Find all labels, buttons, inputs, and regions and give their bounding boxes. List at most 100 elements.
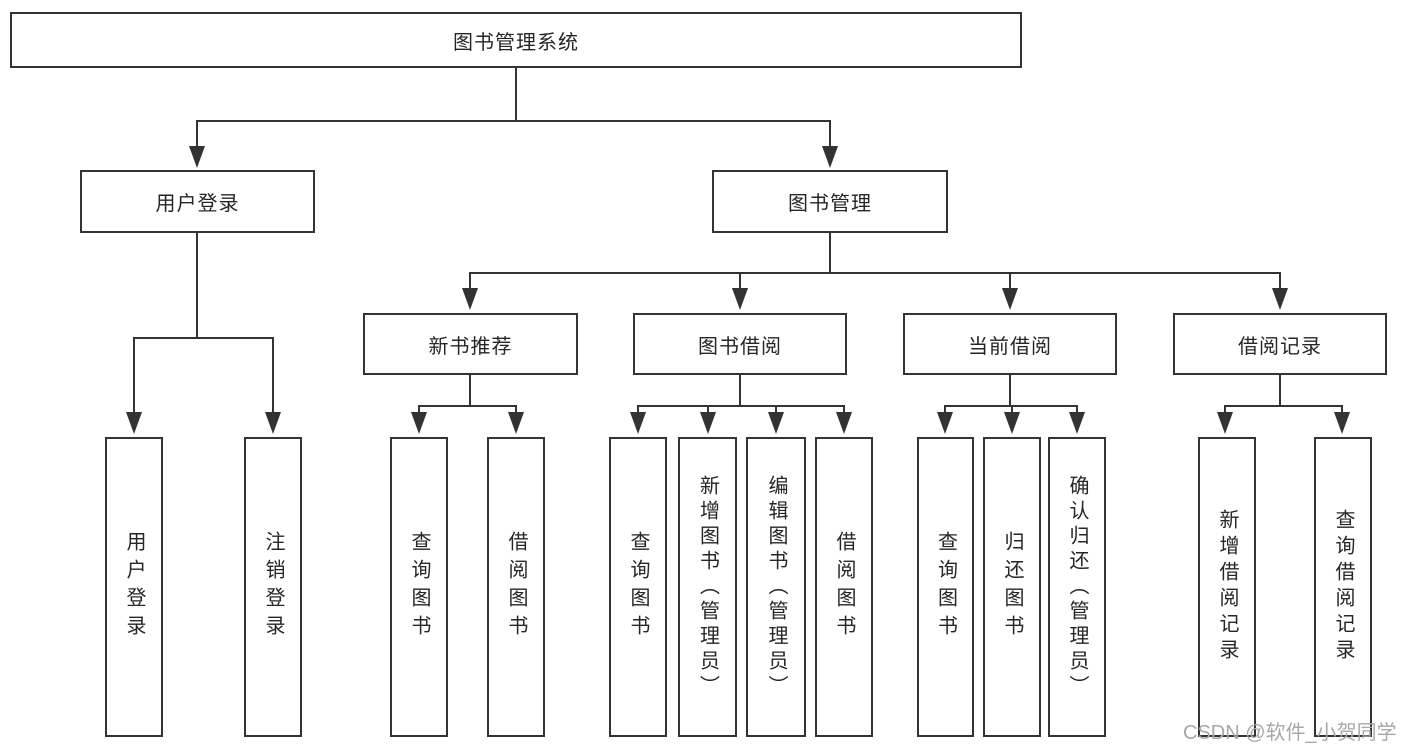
root-node: 图书管理系统 xyxy=(10,12,1022,68)
leaf-current-return-book: 归还图书 xyxy=(983,437,1041,737)
down-arrow-icon xyxy=(1334,405,1350,434)
branch-user-login-label: 用户登录 xyxy=(155,193,240,215)
leaf-borrowing-borrow-book: 借阅图书 xyxy=(815,437,873,737)
leaf-borrowing-add-book-admin: 新增图书（管理员） xyxy=(678,437,737,737)
arrow-stem xyxy=(1341,405,1343,416)
connector-stem-root xyxy=(515,68,517,120)
root-node-label: 图书管理系统 xyxy=(453,31,579,54)
leaf-logout: 注销登录 xyxy=(244,437,302,737)
arrow-head xyxy=(1334,412,1350,434)
arrow-stem xyxy=(1279,272,1281,292)
leaf-current-query-book-label: 查询图书 xyxy=(934,531,957,643)
down-arrow-icon xyxy=(411,405,427,434)
leaf-borrowing-add-book-admin-label: 新增图书（管理员） xyxy=(696,474,719,700)
group-book-borrowing-label: 图书借阅 xyxy=(698,335,782,358)
leaf-borrowing-query-book: 查询图书 xyxy=(609,437,667,737)
leaf-current-confirm-return-admin-label: 确认归还（管理员） xyxy=(1066,474,1088,700)
connector-stem-book-borrowing xyxy=(739,375,741,405)
group-book-borrowing: 图书借阅 xyxy=(633,313,847,375)
arrow-head xyxy=(1272,288,1288,310)
arrow-head xyxy=(768,412,784,434)
group-current-borrowing-label: 当前借阅 xyxy=(968,335,1052,358)
leaf-recommend-query-book-label: 查询图书 xyxy=(408,531,430,643)
down-arrow-icon xyxy=(1069,405,1085,434)
arrow-head xyxy=(836,412,852,434)
leaf-records-query-record-label: 查询借阅记录 xyxy=(1332,509,1354,665)
connector-stem-current-borrowing xyxy=(1009,375,1011,405)
connector-rail-book-management xyxy=(469,272,1281,274)
group-current-borrowing: 当前借阅 xyxy=(903,313,1117,375)
arrow-stem xyxy=(707,405,709,416)
down-arrow-icon xyxy=(937,405,953,434)
arrow-head xyxy=(1069,412,1085,434)
arrow-head xyxy=(189,146,205,168)
group-new-book-recommend: 新书推荐 xyxy=(363,313,578,375)
down-arrow-icon xyxy=(1272,272,1288,310)
arrow-head xyxy=(508,412,524,434)
down-arrow-icon xyxy=(508,405,524,434)
leaf-user-login: 用户登录 xyxy=(105,437,163,737)
arrow-stem xyxy=(944,405,946,416)
csdn-watermark: CSDN @软件_小贺同学 xyxy=(1183,722,1397,744)
leaf-user-login-label: 用户登录 xyxy=(123,531,145,643)
arrow-head xyxy=(937,412,953,434)
arrow-stem xyxy=(829,120,831,150)
connector-stem-new-book-recommend xyxy=(469,375,471,405)
down-arrow-icon xyxy=(189,120,205,168)
down-arrow-icon xyxy=(265,337,281,434)
arrow-head xyxy=(1004,412,1020,434)
arrow-stem xyxy=(843,405,845,416)
group-borrow-records-label: 借阅记录 xyxy=(1238,335,1322,358)
arrow-stem xyxy=(1224,405,1226,416)
arrow-head xyxy=(462,288,478,310)
arrow-head xyxy=(1217,412,1233,434)
leaf-borrowing-edit-book-admin-label: 编辑图书（管理员） xyxy=(765,474,787,700)
connector-stem-user-login xyxy=(196,233,198,337)
arrow-stem xyxy=(133,337,135,416)
leaf-current-confirm-return-admin: 确认归还（管理员） xyxy=(1048,437,1106,737)
connector-rail-borrow-records xyxy=(1224,405,1343,407)
arrow-stem xyxy=(196,120,198,150)
branch-user-login: 用户登录 xyxy=(80,170,315,233)
group-new-book-recommend-label: 新书推荐 xyxy=(428,335,513,358)
arrow-stem xyxy=(469,272,471,292)
leaf-records-add-record-label: 新增借阅记录 xyxy=(1216,509,1238,665)
down-arrow-icon xyxy=(822,120,838,168)
down-arrow-icon xyxy=(1217,405,1233,434)
connector-rail-level2 xyxy=(196,120,831,122)
arrow-head xyxy=(700,412,716,434)
arrow-stem xyxy=(1009,272,1011,292)
leaf-recommend-borrow-book: 借阅图书 xyxy=(487,437,545,737)
arrow-head xyxy=(126,412,142,434)
leaf-borrowing-borrow-book-label: 借阅图书 xyxy=(833,531,855,643)
leaf-current-query-book: 查询图书 xyxy=(917,437,974,737)
connector-stem-book-management xyxy=(829,233,831,272)
connector-rail-new-book-recommend xyxy=(418,405,517,407)
down-arrow-icon xyxy=(700,405,716,434)
arrow-head xyxy=(411,412,427,434)
arrow-stem xyxy=(272,337,274,416)
arrow-head xyxy=(732,288,748,310)
leaf-logout-label: 注销登录 xyxy=(262,531,284,643)
arrow-stem xyxy=(1011,405,1013,416)
connector-rail-book-borrowing xyxy=(637,405,845,407)
leaf-borrowing-query-book-label: 查询图书 xyxy=(627,531,649,643)
branch-book-management: 图书管理 xyxy=(712,170,948,233)
connector-rail-user-login xyxy=(133,337,274,339)
down-arrow-icon xyxy=(768,405,784,434)
leaf-borrowing-edit-book-admin: 编辑图书（管理员） xyxy=(746,437,806,737)
down-arrow-icon xyxy=(630,405,646,434)
arrow-stem xyxy=(418,405,420,416)
arrow-head xyxy=(265,412,281,434)
down-arrow-icon xyxy=(1004,405,1020,434)
leaf-recommend-borrow-book-label: 借阅图书 xyxy=(505,531,527,643)
arrow-stem xyxy=(637,405,639,416)
arrow-stem xyxy=(739,272,741,292)
connector-stem-borrow-records xyxy=(1279,375,1281,405)
down-arrow-icon xyxy=(462,272,478,310)
arrow-head xyxy=(1002,288,1018,310)
arrow-stem xyxy=(515,405,517,416)
down-arrow-icon xyxy=(126,337,142,434)
group-borrow-records: 借阅记录 xyxy=(1173,313,1387,375)
